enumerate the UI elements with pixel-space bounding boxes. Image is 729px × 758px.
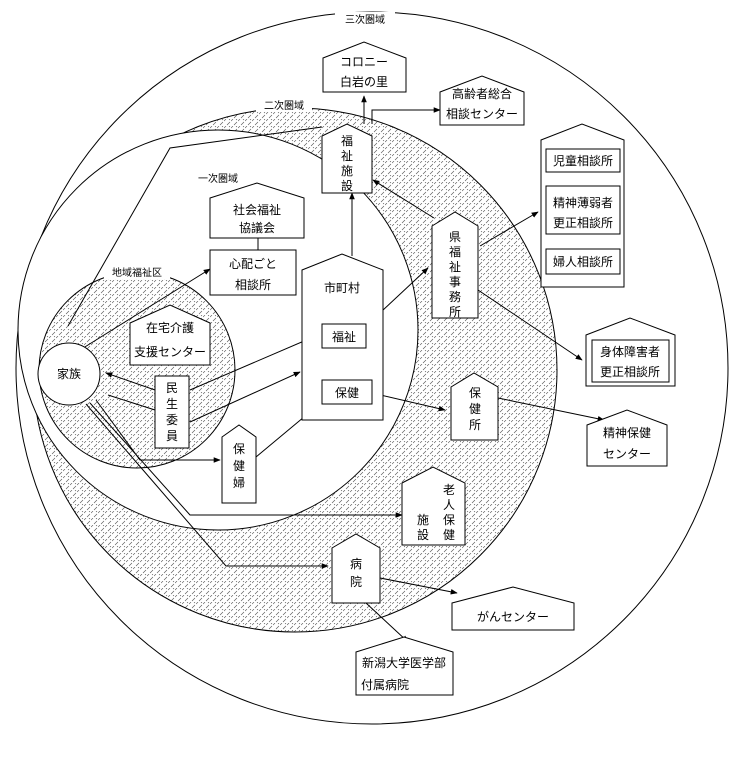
svg-text:協議会: 協議会: [239, 220, 275, 235]
svg-text:健: 健: [233, 459, 245, 473]
elderly-consultation-center-node: 高齢者総合 相談センター: [439, 75, 525, 126]
svg-text:相談所: 相談所: [235, 277, 271, 292]
svg-text:支援センター: 支援センター: [134, 345, 206, 359]
svg-text:新潟大学医学部: 新潟大学医学部: [362, 655, 446, 670]
svg-text:福祉: 福祉: [332, 329, 356, 344]
secondary-area-label: 二次圏域: [264, 99, 304, 112]
physical-disability-office-node: 身体障害者 更正相談所: [585, 317, 676, 387]
svg-text:務: 務: [449, 290, 461, 304]
svg-text:心配ごと: 心配ごと: [229, 256, 277, 271]
svg-text:コロニー: コロニー: [340, 55, 388, 69]
svg-text:白岩の里: 白岩の里: [340, 74, 388, 89]
primary-area-label: 一次圏域: [198, 172, 238, 185]
svg-text:家族: 家族: [57, 366, 81, 381]
svg-text:所: 所: [449, 305, 461, 319]
municipality-node: 市町村 福祉 保健: [301, 253, 384, 421]
svg-text:所: 所: [469, 418, 481, 432]
intellectual-disability-office-label-1: 精神薄弱者: [553, 195, 613, 210]
svg-text:市町村: 市町村: [324, 280, 360, 295]
svg-text:精神保健: 精神保健: [603, 426, 651, 440]
welfare-facility-node: 福 祉 施 設: [321, 123, 373, 194]
svg-text:センター: センター: [603, 447, 651, 461]
svg-text:民: 民: [166, 381, 178, 395]
district-area-label: 地域福祉区: [112, 266, 162, 279]
cancer-center-node: がんセンター: [451, 586, 575, 631]
womens-consultation-office-label: 婦人相談所: [553, 254, 613, 269]
colony-shiraiwa-node: コロニー 白岩の里: [322, 41, 407, 93]
svg-text:福: 福: [341, 133, 353, 148]
svg-text:員: 員: [166, 429, 178, 443]
hospital-node: 病 院: [331, 533, 381, 604]
svg-text:婦: 婦: [233, 475, 245, 490]
social-welfare-council-node: 社会福祉 協議会: [209, 182, 305, 239]
svg-text:設: 設: [417, 527, 429, 542]
svg-text:祉: 祉: [341, 149, 353, 163]
consultation-office-node: 心配ごと 相談所: [209, 249, 297, 296]
svg-text:院: 院: [350, 575, 362, 589]
svg-text:健: 健: [469, 402, 481, 416]
home-care-support-center-node: 在宅介護 支援センター: [129, 304, 211, 366]
svg-text:施: 施: [417, 513, 429, 527]
public-health-nurse-node: 保 健 婦: [221, 424, 257, 504]
prefectural-welfare-office-node: 県 福 祉 事 務 所: [431, 211, 479, 319]
svg-text:県: 県: [449, 230, 461, 244]
geriatric-health-facility-node: 老 人 保 健 施 設: [401, 466, 466, 546]
svg-text:更正相談所: 更正相談所: [600, 364, 660, 379]
svg-text:人: 人: [443, 498, 455, 512]
svg-text:保: 保: [443, 513, 455, 527]
svg-text:相談センター: 相談センター: [446, 106, 518, 121]
intellectual-disability-office-label-2: 更正相談所: [553, 215, 613, 230]
svg-text:身体障害者: 身体障害者: [600, 344, 660, 359]
svg-text:事: 事: [449, 275, 461, 289]
consultation-offices-group: 児童相談所 精神薄弱者 更正相談所 婦人相談所: [540, 123, 625, 288]
welfare-commissioner-node: 民 生 委 員: [154, 375, 190, 449]
svg-text:生: 生: [166, 397, 178, 411]
svg-text:高齢者総合: 高齢者総合: [452, 86, 512, 101]
svg-text:福: 福: [449, 244, 461, 259]
svg-text:祉: 祉: [449, 260, 461, 274]
svg-text:保健: 保健: [335, 386, 359, 400]
mental-health-center-node: 精神保健 センター: [586, 409, 668, 467]
svg-text:保: 保: [233, 442, 245, 456]
svg-text:施: 施: [341, 164, 353, 178]
family-node: 家族: [37, 342, 101, 406]
niigata-university-hospital-node: 新潟大学医学部 付属病院: [355, 636, 454, 696]
svg-text:委: 委: [166, 413, 178, 427]
svg-text:付属病院: 付属病院: [361, 677, 409, 692]
svg-text:設: 設: [341, 178, 353, 193]
svg-text:健: 健: [443, 528, 455, 542]
svg-text:保: 保: [469, 386, 481, 400]
tertiary-area-label: 三次圏域: [345, 13, 385, 26]
svg-text:在宅介護: 在宅介護: [146, 320, 194, 335]
svg-text:がんセンター: がんセンター: [477, 609, 549, 624]
child-guidance-center-label: 児童相談所: [553, 153, 613, 168]
svg-text:社会福祉: 社会福祉: [233, 202, 281, 217]
svg-text:老: 老: [443, 483, 455, 497]
svg-text:病: 病: [350, 556, 362, 571]
health-center-node: 保 健 所: [450, 372, 499, 441]
